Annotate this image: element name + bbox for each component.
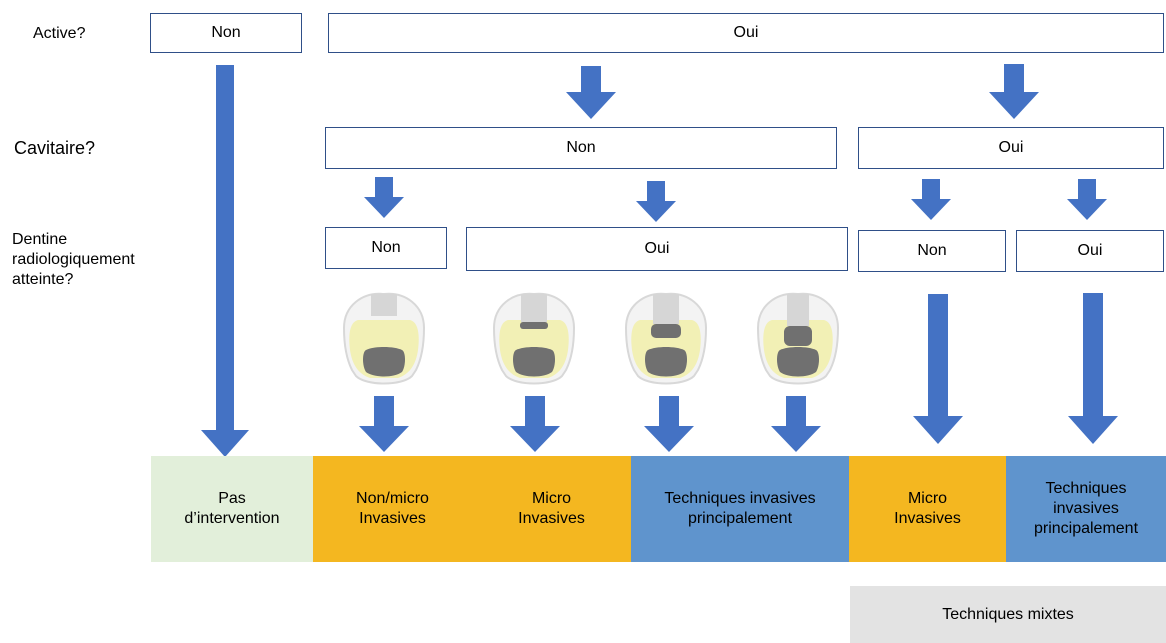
down-arrow-icon <box>1067 179 1107 220</box>
cavitaire-non-box: Non <box>325 127 837 169</box>
tooth-lesion-icon <box>493 292 575 385</box>
dentine-non-label-a: Non <box>371 239 401 256</box>
techniques-mixtes-box: Techniques mixtes <box>850 586 1166 643</box>
active-non-label: Non <box>211 24 241 41</box>
outcome-techniques-b: Techniques invasives principalement <box>1006 456 1166 562</box>
down-arrow-icon <box>364 177 404 218</box>
outcome-techniques-a-label: Techniques invasives principalement <box>664 490 816 527</box>
tooth-lesion-icon <box>757 292 839 385</box>
active-oui-box: Oui <box>328 13 1164 53</box>
outcome-micro-b: Micro Invasives <box>849 456 1006 562</box>
cavitaire-oui-label: Oui <box>998 139 1024 156</box>
techniques-mixtes-label: Techniques mixtes <box>942 605 1074 623</box>
down-arrow-icon <box>1068 293 1118 444</box>
down-arrow-icon <box>566 66 616 119</box>
question-cavitaire: Cavitaire? <box>14 138 96 158</box>
dentine-non-box-b: Non <box>858 230 1006 272</box>
down-arrow-icon <box>636 181 676 222</box>
question-active: Active? <box>33 25 86 42</box>
outcome-pas-intervention-label: Pas d’intervention <box>184 490 280 527</box>
outcome-micro-b-label: Micro Invasives <box>894 490 961 527</box>
down-arrow-icon <box>510 396 560 452</box>
outcome-micro-a: Micro Invasives <box>472 456 631 562</box>
outcome-non-micro-label: Non/micro Invasives <box>356 490 429 527</box>
question-dentine: Dentine radiologiquement atteinte? <box>12 231 135 288</box>
dentine-oui-label-a: Oui <box>644 240 670 257</box>
active-non-box: Non <box>150 13 302 53</box>
outcome-micro-a-label: Micro Invasives <box>518 490 585 527</box>
cavitaire-oui-box: Oui <box>858 127 1164 169</box>
dentine-oui-label-b: Oui <box>1077 242 1103 259</box>
outcome-techniques-b-label: Techniques invasives principalement <box>1033 480 1139 537</box>
down-arrow-icon <box>359 396 409 452</box>
tooth-lesion-icon <box>343 292 425 385</box>
tooth-lesion-icon <box>625 292 707 385</box>
dentine-oui-box-b: Oui <box>1016 230 1164 272</box>
down-arrow-icon <box>201 65 249 457</box>
down-arrow-icon <box>644 396 694 452</box>
dentine-oui-box-a: Oui <box>466 227 848 271</box>
dentine-non-box-a: Non <box>325 227 447 269</box>
down-arrow-icon <box>911 179 951 220</box>
down-arrow-icon <box>989 64 1039 119</box>
active-oui-label: Oui <box>733 24 759 41</box>
down-arrow-icon <box>771 396 821 452</box>
outcome-pas-intervention: Pas d’intervention <box>151 456 313 562</box>
outcome-non-micro: Non/micro Invasives <box>313 456 472 562</box>
dentine-non-label-b: Non <box>917 242 947 259</box>
down-arrow-icon <box>913 294 963 444</box>
outcome-techniques-a: Techniques invasives principalement <box>631 456 849 562</box>
cavitaire-non-label: Non <box>566 139 596 156</box>
